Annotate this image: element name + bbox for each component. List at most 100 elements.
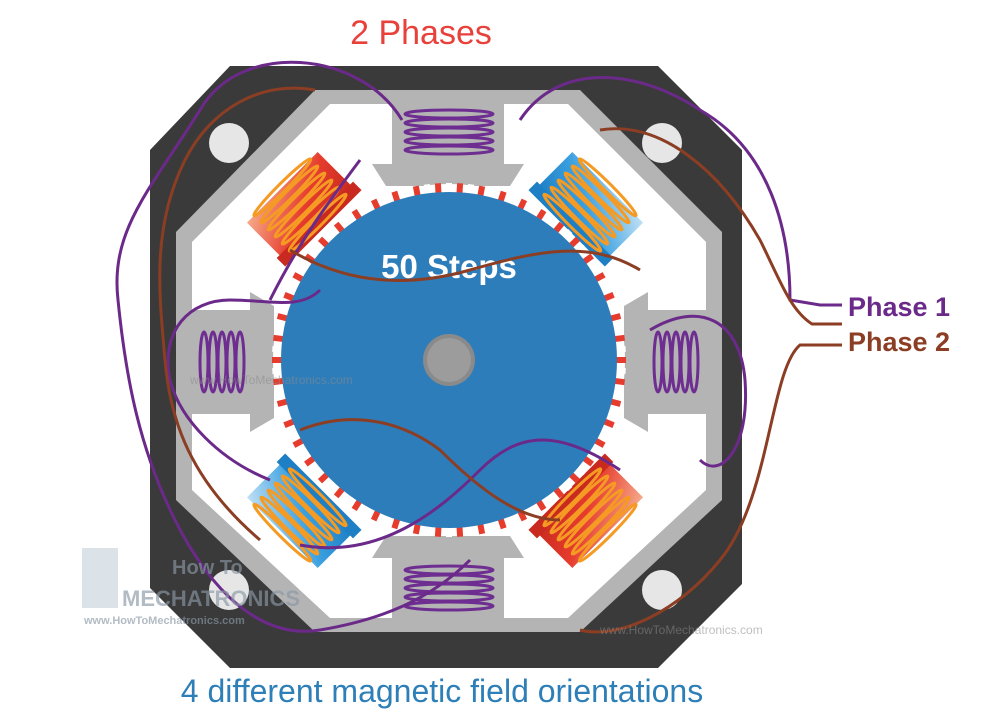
logo-line2: MECHATRONICS — [122, 586, 300, 611]
rotor-tooth — [588, 262, 601, 274]
rotor-tooth — [612, 388, 624, 397]
rotor-tooth — [391, 190, 401, 203]
diagram-title: 2 Phases — [350, 14, 492, 52]
rotor-tooth — [351, 208, 363, 221]
rotor-tooth — [477, 523, 486, 535]
rotor-tooth — [593, 437, 606, 448]
coil-loop — [198, 330, 210, 394]
phase2-label: Phase 2 — [848, 327, 950, 357]
rotor-tooth — [526, 504, 537, 517]
watermark: www.HowToMechatronics.com — [599, 623, 763, 637]
coil-loop — [570, 495, 631, 556]
rotor-tooth — [487, 521, 496, 533]
rotor-tooth — [297, 446, 310, 458]
rotor-tooth — [279, 408, 292, 418]
rotor-tooth — [381, 514, 391, 526]
rotor-tooth — [603, 292, 615, 302]
rotor-tooth — [279, 302, 292, 312]
coil-loop — [273, 481, 334, 542]
coil-loop — [542, 192, 603, 253]
rotor-tooth — [381, 194, 391, 206]
rotor-tooth — [553, 221, 565, 234]
coil-loop — [570, 164, 631, 225]
rotor-tooth — [272, 357, 282, 363]
rotor-tooth — [526, 203, 537, 216]
rotor-tooth — [434, 526, 442, 537]
shaft-highlight — [427, 338, 471, 382]
rotor-tooth — [575, 464, 588, 476]
rotor-tooth — [517, 198, 528, 211]
coil-loop — [403, 144, 495, 156]
rotor-tooth — [412, 185, 421, 197]
rotor-tooth — [434, 183, 442, 194]
rotor-tooth — [351, 499, 363, 512]
rotor-tooth — [582, 455, 594, 467]
rotor-tooth — [616, 357, 626, 363]
rotor-tooth — [283, 292, 295, 302]
coil-loop — [563, 171, 624, 232]
rotor-tooth — [361, 504, 372, 517]
coil-loop — [273, 178, 334, 239]
coil-loop — [252, 502, 313, 563]
rotor-tooth — [325, 228, 337, 241]
coil-top — [403, 108, 495, 156]
rotor-tooth — [553, 486, 565, 499]
rotor-tooth — [615, 367, 626, 375]
rotor-tooth — [423, 525, 432, 536]
coil-loop — [280, 474, 341, 535]
coil-loop — [259, 495, 320, 556]
coil-right — [652, 330, 700, 394]
steps-label: 50 Steps — [381, 248, 517, 285]
rotor-tooth — [297, 262, 310, 274]
rotor-tooth — [274, 323, 286, 332]
rotor-tooth — [507, 194, 517, 206]
rotor-teeth — [272, 183, 626, 537]
rotor-tooth — [487, 187, 496, 199]
coil-loop — [287, 467, 348, 528]
caption: 4 different magnetic field orientations — [181, 673, 703, 709]
coil-loop — [266, 171, 327, 232]
howtomechatronics-logo: How To MECHATRONICS www.HowToMechatronic… — [82, 548, 300, 627]
rotor-tooth — [412, 523, 421, 535]
rotor-tooth — [507, 514, 517, 526]
rotor-tooth — [333, 486, 345, 499]
rotor-tooth — [370, 509, 381, 522]
rotor-tooth — [370, 198, 381, 211]
coil-loop — [549, 185, 610, 246]
rotor-tooth — [497, 190, 507, 203]
rotor-tooth — [317, 472, 330, 484]
stator-pole-bottom — [372, 536, 524, 618]
rotor-tooth — [593, 272, 606, 283]
rotor-tooth — [544, 493, 556, 505]
rotor-tooth — [535, 499, 547, 512]
rotor-tooth — [423, 184, 432, 195]
rotor-tooth — [612, 323, 624, 332]
coil-loop — [542, 467, 603, 528]
rotor-tooth — [456, 183, 464, 194]
rotor-tooth — [283, 418, 295, 428]
rotor-tooth — [276, 398, 288, 407]
coil-loop — [287, 192, 348, 253]
rotor-tooth — [517, 509, 528, 522]
mounting-hole-icon — [642, 123, 682, 163]
coils — [198, 108, 700, 612]
coil-top-right — [542, 157, 638, 253]
coil-loop — [652, 330, 664, 394]
rotor-tooth — [317, 236, 330, 248]
logo-line1: How To — [172, 557, 243, 579]
rotor-tooth — [273, 377, 284, 386]
coil-loop — [549, 474, 610, 535]
rotor-tooth — [456, 526, 464, 537]
rotor-tooth — [466, 525, 475, 536]
stator-pole-right — [624, 292, 706, 432]
stator-pole-left — [192, 292, 274, 432]
rotor-tooth — [333, 221, 345, 234]
mounting-hole-icon — [642, 570, 682, 610]
coil-left — [198, 330, 246, 394]
rotor-tooth — [544, 215, 556, 227]
rotor-tooth — [391, 517, 401, 530]
rotor-tooth — [342, 493, 354, 505]
rotor-tooth — [561, 228, 573, 241]
mounting-hole-icon — [209, 570, 249, 610]
rotor-tooth — [598, 428, 611, 439]
